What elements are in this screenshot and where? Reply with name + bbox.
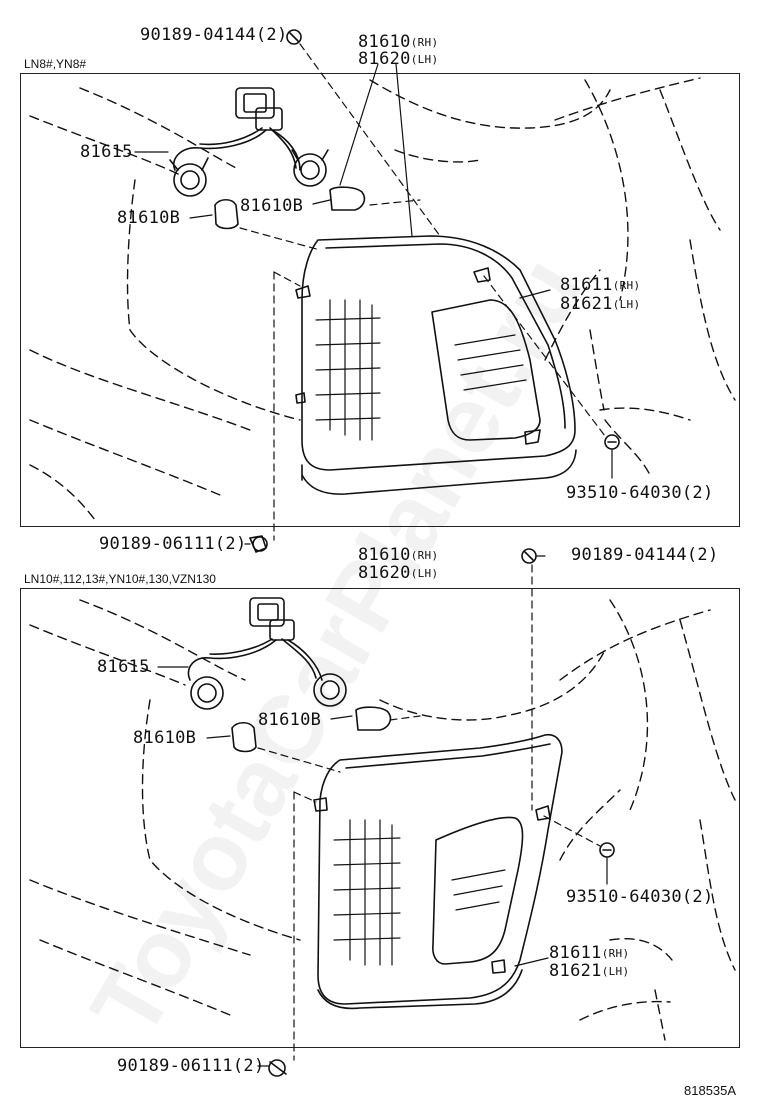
upper-bulb-left-label: 81610B xyxy=(117,208,181,228)
lower-lamp-lh-label: 81620(LH) xyxy=(358,565,438,582)
lower-bulb-left-label: 81610B xyxy=(133,728,197,748)
upper-lens-lh-tag: (LH) xyxy=(612,298,641,311)
upper-lamp-lh-label: 81620(LH) xyxy=(358,51,438,68)
upper-lamp-rh-label: 81610(RH) xyxy=(358,34,438,51)
upper-bolt-bottom-label: 90189-06111(2) xyxy=(99,534,247,554)
figure-code: 818535A xyxy=(684,1083,737,1098)
upper-lamp-lh-number: 81620 xyxy=(358,49,411,69)
lower-screw-label: 93510-64030(2) xyxy=(566,887,714,907)
lower-lamp-rh-tag: (RH) xyxy=(410,549,439,562)
upper-lens-rh-number: 81611 xyxy=(560,275,613,295)
lower-lamp-rh-number: 81610 xyxy=(358,545,411,565)
upper-lamp-rh-tag: (RH) xyxy=(410,36,439,49)
lower-socket-label: 81615 xyxy=(97,657,150,677)
upper-bolt-top-label: 90189-04144(2) xyxy=(140,25,288,45)
upper-lamp-lh-tag: (LH) xyxy=(410,53,439,66)
lower-bolt-bottom-label: 90189-06111(2) xyxy=(117,1056,265,1076)
upper-socket-label: 81615 xyxy=(80,142,133,162)
lower-panel-art xyxy=(29,548,736,1077)
upper-lens-rh-tag: (RH) xyxy=(612,279,641,292)
lower-panel-frame xyxy=(20,588,740,1048)
lower-bulb-right-label: 81610B xyxy=(258,710,322,730)
lower-lens-lh-tag: (LH) xyxy=(601,965,630,978)
lower-lens-lh-label: 81621(LH) xyxy=(549,963,629,980)
upper-lamp-rh-number: 81610 xyxy=(358,32,411,52)
lower-lens-rh-label: 81611(RH) xyxy=(549,945,629,962)
upper-condition-code: LN8#,YN8# xyxy=(24,57,87,71)
lower-condition-code: LN10#,112,13#,YN10#,130,VZN130 xyxy=(24,572,216,586)
upper-panel-frame xyxy=(20,73,740,527)
upper-lens-rh-label: 81611(RH) xyxy=(560,277,640,294)
upper-lens-lh-number: 81621 xyxy=(560,294,613,314)
lower-lens-rh-number: 81611 xyxy=(549,943,602,963)
upper-panel-art xyxy=(29,29,736,553)
lower-bolt-top-label: 90189-04144(2) xyxy=(571,545,719,565)
lower-lamp-lh-number: 81620 xyxy=(358,563,411,583)
lower-lens-lh-number: 81621 xyxy=(549,961,602,981)
lower-lens-rh-tag: (RH) xyxy=(601,947,630,960)
lower-lamp-rh-label: 81610(RH) xyxy=(358,547,438,564)
upper-lens-lh-label: 81621(LH) xyxy=(560,296,640,313)
upper-bulb-right-label: 81610B xyxy=(240,196,304,216)
lower-lamp-lh-tag: (LH) xyxy=(410,567,439,580)
upper-screw-label: 93510-64030(2) xyxy=(566,483,714,503)
